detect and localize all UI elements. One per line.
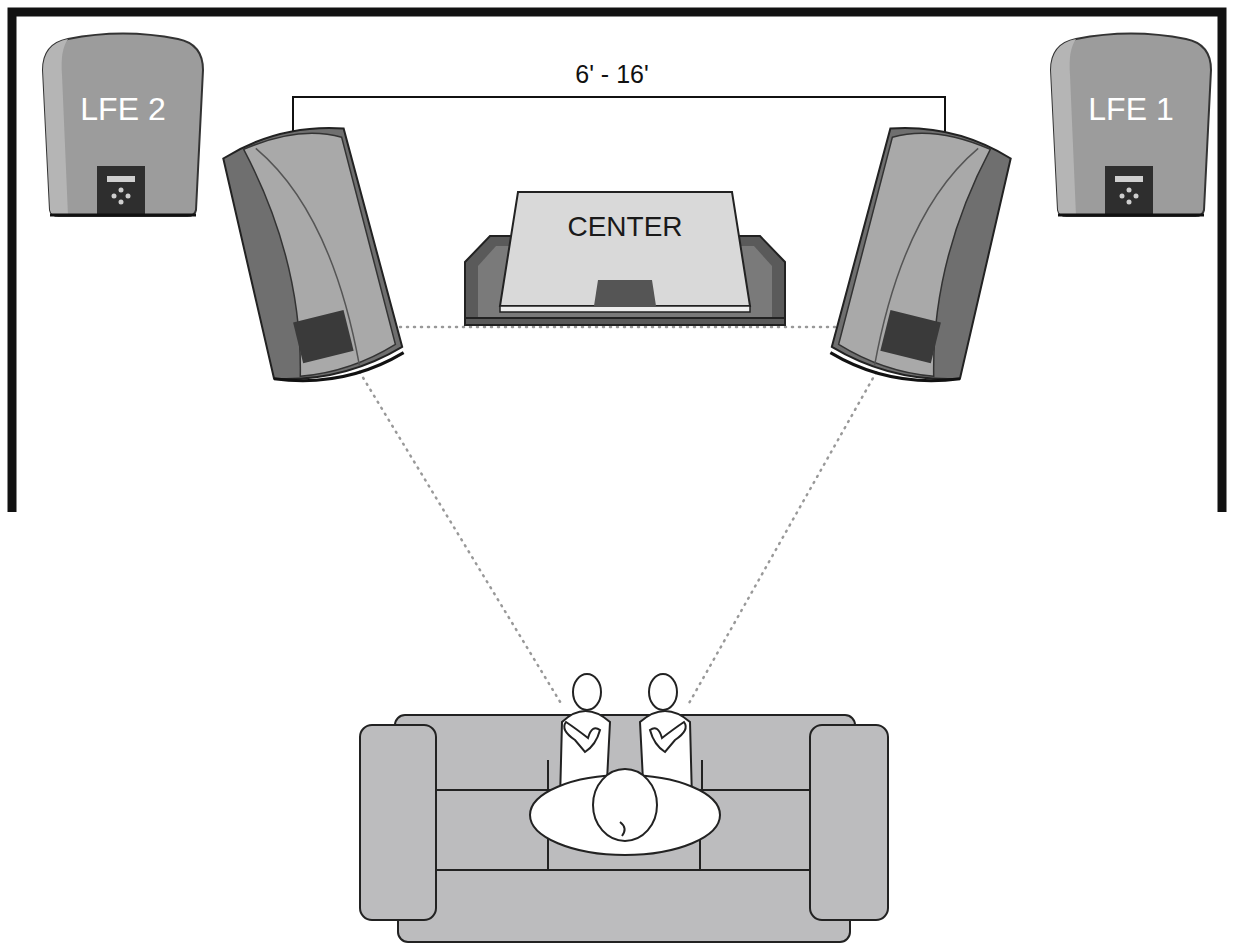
panel-button <box>112 194 117 199</box>
display-outline <box>498 190 752 315</box>
listening-lines <box>330 327 905 705</box>
sofa <box>360 715 888 942</box>
panel-button <box>1127 188 1132 193</box>
panel-button <box>1120 194 1125 199</box>
unit-label: LFE 1 <box>1048 92 1214 127</box>
right-speaker <box>828 118 1017 393</box>
left-speaker <box>217 118 406 393</box>
room-wall <box>12 12 1222 512</box>
subwoofer-base <box>50 214 196 217</box>
panel-display <box>1115 176 1143 182</box>
panel-button <box>1127 200 1132 205</box>
display-base <box>500 306 750 312</box>
subwoofer-base <box>1058 214 1204 217</box>
panel-display <box>107 176 135 182</box>
panel-button <box>119 200 124 205</box>
control-panel <box>1105 166 1153 216</box>
listener-figure <box>530 674 720 855</box>
center-display: CENTER <box>498 190 752 315</box>
subwoofer-edge <box>1051 39 1076 216</box>
display-stand <box>594 280 656 306</box>
display-screen <box>500 192 750 306</box>
unit-label: LFE 2 <box>40 92 206 127</box>
subwoofer-edge <box>43 39 68 216</box>
panel-button <box>119 188 124 193</box>
panel-button <box>1134 194 1139 199</box>
subwoofer-unit: LFE 1 <box>1048 30 1214 218</box>
unit-label: CENTER <box>498 212 752 243</box>
panel-button <box>126 194 131 199</box>
control-panel <box>97 166 145 216</box>
subwoofer-unit: LFE 2 <box>40 30 206 218</box>
dimension-label: 6' - 16' <box>575 60 648 89</box>
